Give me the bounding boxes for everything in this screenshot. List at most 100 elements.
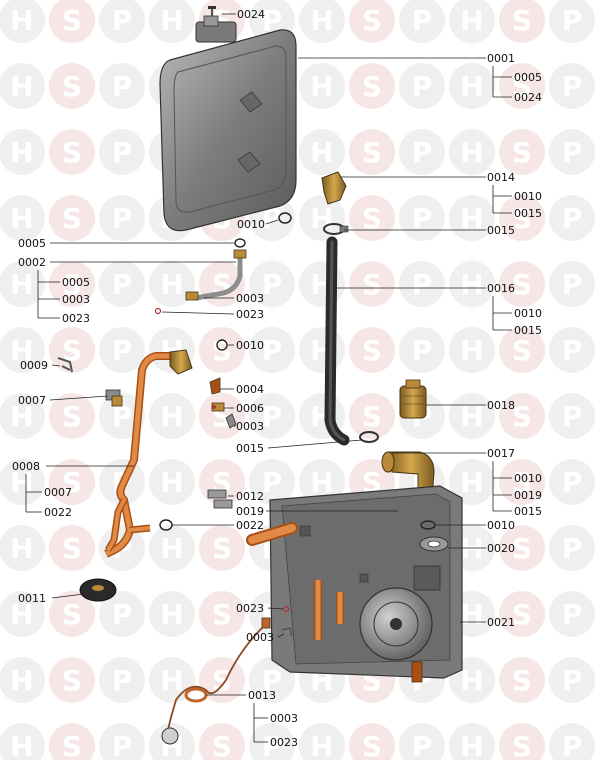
copper-pipe-0008 xyxy=(104,349,193,558)
watermark-letter: H xyxy=(10,730,33,760)
label-0008: 0008 xyxy=(12,460,40,473)
label-0003-bot: 0003 xyxy=(270,712,298,725)
watermark-circle xyxy=(549,0,595,43)
watermark-letter: H xyxy=(310,730,333,760)
watermark-letter: S xyxy=(62,268,82,301)
o-ring-0023-low xyxy=(282,605,290,613)
watermark-circle xyxy=(449,261,495,307)
watermark-letter: S xyxy=(62,400,82,433)
watermark-letter: S xyxy=(512,268,532,301)
screw-0024 xyxy=(208,6,216,16)
elbow-0014 xyxy=(321,171,347,205)
label-0006: 0006 xyxy=(236,402,264,415)
watermark-circle xyxy=(149,0,195,43)
watermark-circle xyxy=(49,129,95,175)
watermark-letter: P xyxy=(112,70,133,103)
watermark-letter: P xyxy=(262,730,283,760)
watermark-letter: P xyxy=(112,400,133,433)
watermark-circle xyxy=(449,195,495,241)
watermark-letter: P xyxy=(562,598,583,631)
pad-0011 xyxy=(79,578,117,602)
watermark-letter: S xyxy=(62,466,82,499)
label-0003-pin: 0003 xyxy=(236,420,264,433)
watermark-letter: S xyxy=(362,334,382,367)
watermark-letter: H xyxy=(160,268,183,301)
watermark-letter: H xyxy=(10,136,33,169)
watermark-circle xyxy=(549,657,595,703)
valve-0007 xyxy=(105,389,123,407)
watermark-circle xyxy=(0,525,45,571)
watermark-letter: H xyxy=(10,70,33,103)
watermark-circle xyxy=(549,327,595,373)
watermark-letter: H xyxy=(460,730,483,760)
watermark-circle xyxy=(99,327,145,373)
o-ring-0005 xyxy=(234,238,246,248)
watermark-letter: P xyxy=(562,664,583,697)
watermark-circle xyxy=(549,63,595,109)
watermark-letter: S xyxy=(62,4,82,37)
watermark-letter: S xyxy=(62,334,82,367)
watermark-letter: H xyxy=(10,532,33,565)
label-0020: 0020 xyxy=(487,542,515,555)
label-0003-sub: 0003 xyxy=(62,293,90,306)
watermark-letter: P xyxy=(262,400,283,433)
label-0010-tank: 0010 xyxy=(237,218,265,231)
watermark-circle xyxy=(199,591,245,637)
label-0005-sub: 0005 xyxy=(62,276,90,289)
label-0011: 0011 xyxy=(18,592,46,605)
watermark-letter: S xyxy=(212,664,232,697)
watermark-circle xyxy=(499,657,545,703)
sensor-clip-0004 xyxy=(209,377,221,395)
watermark-letter: H xyxy=(310,4,333,37)
watermark-circle xyxy=(0,195,45,241)
watermark-letter: S xyxy=(62,70,82,103)
clip-0009 xyxy=(57,357,73,373)
label-0007: 0007 xyxy=(18,394,46,407)
watermark-circle xyxy=(299,129,345,175)
watermark-circle xyxy=(0,591,45,637)
watermark-letter: H xyxy=(460,598,483,631)
watermark-letter: P xyxy=(562,70,583,103)
watermark-letter: S xyxy=(62,532,82,565)
label-0019-c: 0019 xyxy=(514,489,542,502)
watermark-letter: P xyxy=(562,532,583,565)
label-0002: 0002 xyxy=(18,256,46,269)
label-0015-c: 0015 xyxy=(514,505,542,518)
label-0010-oring: 0010 xyxy=(236,339,264,352)
watermark-letter: S xyxy=(512,466,532,499)
watermark-letter: P xyxy=(412,70,433,103)
label-0022-sub: 0022 xyxy=(44,506,72,519)
watermark-letter: H xyxy=(160,598,183,631)
watermark-letter: H xyxy=(10,664,33,697)
watermark-letter: H xyxy=(460,4,483,37)
watermark-circle xyxy=(249,657,295,703)
label-0003-mid: 0003 xyxy=(236,292,264,305)
air-vent-0018 xyxy=(399,379,427,419)
watermark-circle xyxy=(49,723,95,760)
gasket-0020 xyxy=(419,536,449,552)
label-0023-bot: 0023 xyxy=(270,736,298,749)
watermark-letter: H xyxy=(160,664,183,697)
label-0023-low: 0023 xyxy=(236,602,264,615)
label-0023-sub: 0023 xyxy=(62,312,90,325)
watermark-circle xyxy=(0,129,45,175)
watermark-circle xyxy=(299,0,345,43)
label-0004: 0004 xyxy=(236,383,264,396)
watermark-letter: H xyxy=(160,466,183,499)
part-labels: 0024 0001 0005 0024 0014 0010 0015 0010 … xyxy=(12,8,542,749)
watermark-letter: S xyxy=(512,730,532,760)
watermark-letter: S xyxy=(362,136,382,169)
watermark-circle xyxy=(99,261,145,307)
watermark-circle xyxy=(49,393,95,439)
watermark-letter: S xyxy=(512,664,532,697)
watermark-letter: H xyxy=(310,202,333,235)
pipe-0002 xyxy=(185,249,247,301)
watermark-letter: S xyxy=(62,730,82,760)
watermark-letter: P xyxy=(562,400,583,433)
watermark-letter: S xyxy=(62,598,82,631)
watermark-circle xyxy=(499,195,545,241)
watermark-letter: H xyxy=(310,466,333,499)
watermark-letter: P xyxy=(562,730,583,760)
